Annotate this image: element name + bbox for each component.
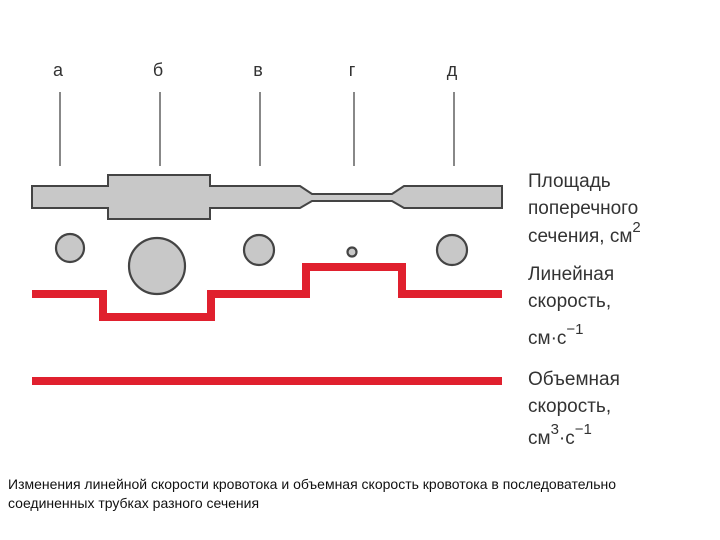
tube-longitudinal-section — [31, 174, 503, 220]
linear-velocity-label: Линейная скорость, см·с−1 — [528, 264, 614, 349]
linear-label-line1: Линейная — [528, 264, 614, 285]
linear-velocity-line — [32, 263, 502, 321]
volumetric-velocity-label: Объемная скорость, см3·с−1 — [528, 369, 620, 449]
area-label-line2: поперечного — [528, 198, 638, 219]
segment-label-b: б — [153, 60, 163, 80]
segment-label-d: д — [447, 60, 458, 80]
area-label-line1: Площадь — [528, 171, 611, 192]
segment-label-v: в — [253, 60, 263, 80]
cross-section-circle-g — [346, 246, 358, 258]
segment-pointers — [59, 92, 455, 166]
segment-label-g: г — [349, 60, 356, 80]
area-label: Площадь поперечного сечения, см2 — [528, 171, 641, 247]
cross-section-circle-d — [435, 233, 469, 267]
blood-flow-diagram: а б в г д Площадь поперечного сечения, с… — [31, 60, 641, 449]
figure-caption: Изменения линейной скорости кровотока и … — [8, 476, 617, 511]
area-label-line3: сечения, см2 — [528, 219, 641, 247]
linear-label-line2: скорость, — [528, 291, 611, 312]
cross-section-circle-b — [127, 236, 187, 296]
cross-section-circle-v — [242, 233, 276, 267]
volume-label-line2: скорость, — [528, 396, 611, 417]
cross-section-circle-a — [54, 232, 86, 264]
volume-label-line1: Объемная — [528, 369, 620, 390]
volume-label-line3: см3·с−1 — [528, 421, 592, 449]
linear-label-line3: см·с−1 — [528, 321, 584, 349]
segment-label-a: а — [53, 60, 64, 80]
